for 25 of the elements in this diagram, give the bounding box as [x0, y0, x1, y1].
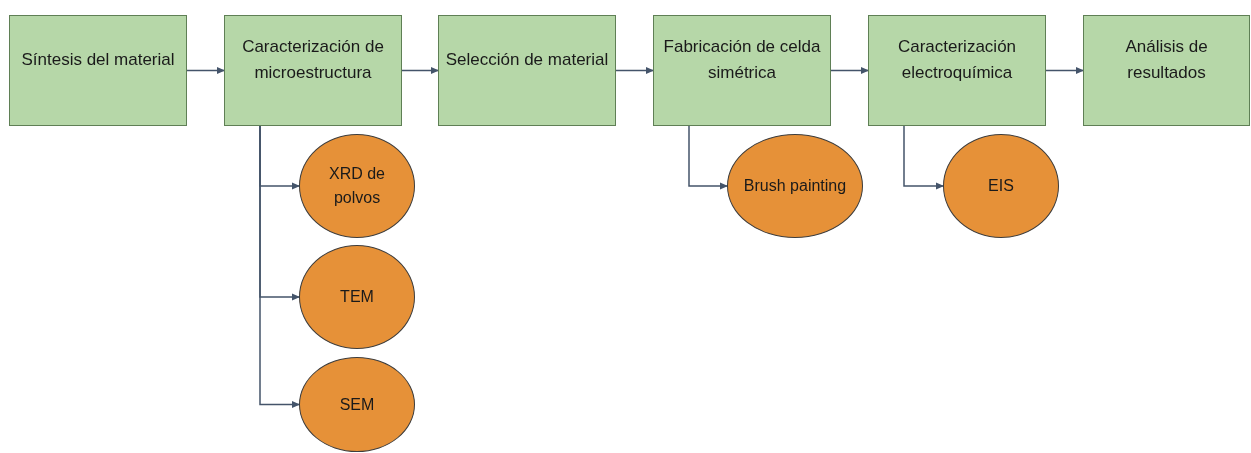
process-box — [438, 15, 616, 126]
process-box — [653, 15, 831, 126]
process-box — [1083, 15, 1250, 126]
node-label: Caracterización electroquímica — [896, 36, 1018, 84]
node-label: TEM — [340, 287, 374, 307]
arrow — [401, 67, 439, 74]
arrow — [259, 125, 300, 408]
arrow — [903, 125, 944, 190]
arrow — [186, 67, 225, 74]
process-box — [868, 15, 1046, 126]
process-box — [224, 15, 402, 126]
arrow — [1045, 67, 1084, 74]
node-label: Brush painting — [743, 176, 847, 196]
node-label: Análisis de resultados — [1124, 36, 1209, 84]
arrow — [688, 125, 728, 190]
node-label: Selección de material — [445, 48, 609, 71]
process-box — [9, 15, 187, 126]
node-label: Fabricación de celda simétrica — [662, 36, 822, 84]
arrow — [615, 67, 654, 74]
node-label: Caracterización de microestructura — [241, 36, 385, 84]
arrow — [830, 67, 869, 74]
node-label: SEM — [339, 394, 375, 415]
node-label: XRD de polvos — [328, 164, 386, 208]
node-label: Síntesis del material — [21, 48, 175, 71]
node-label: EIS — [988, 176, 1014, 196]
